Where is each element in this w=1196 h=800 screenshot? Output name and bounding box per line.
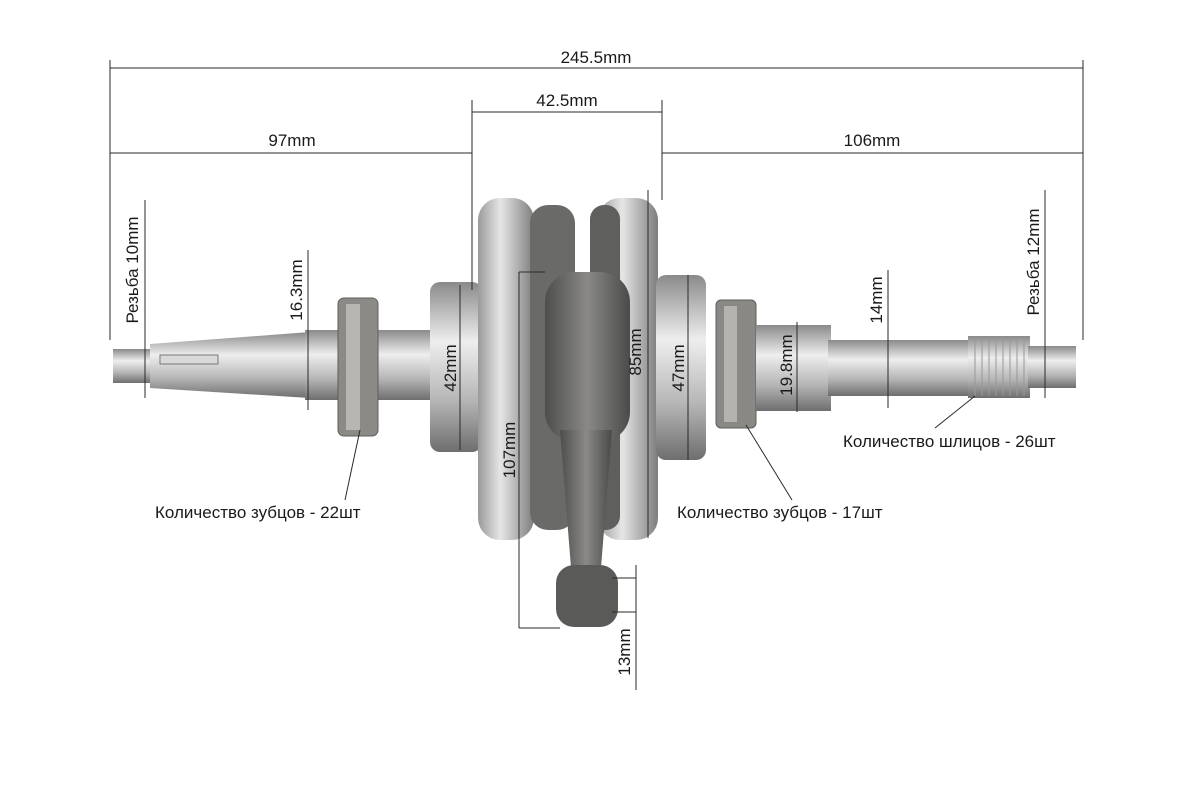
dimension-lines — [109, 60, 1084, 690]
right-bearing-diameter-label: 47mm — [669, 344, 688, 391]
right-shaft-diameter-label: 14mm — [867, 276, 886, 323]
left-shaft-length-label: 97mm — [268, 131, 315, 150]
right-gear-shaft-diameter-label: 19.8mm — [777, 334, 796, 395]
left-shaft — [113, 330, 435, 400]
right-shaft-length-label: 106mm — [844, 131, 901, 150]
web-diameter-label: 85mm — [626, 328, 645, 375]
left-bearing-diameter-label: 42mm — [441, 344, 460, 391]
right-gear-teeth-callout: Количество зубцов - 17шт — [677, 503, 883, 522]
left-thread-label: Резьба 10mm — [123, 216, 142, 323]
right-gear — [715, 299, 757, 429]
web-width-label: 42.5mm — [536, 91, 597, 110]
right-shaft — [756, 325, 1076, 411]
left-gear-teeth-callout: Количество зубцов - 22шт — [155, 503, 361, 522]
spline-count-callout: Количество шлицов - 26шт — [843, 432, 1056, 451]
rod-length-label: 107mm — [500, 422, 519, 479]
connecting-rod — [545, 272, 630, 627]
left-gear — [337, 297, 379, 437]
left-shaft-diameter-label: 16.3mm — [287, 259, 306, 320]
overall-length-label: 245.5mm — [561, 48, 632, 67]
left-bearing-journal — [430, 282, 482, 452]
small-end-diameter-label: 13mm — [615, 628, 634, 675]
right-thread-label: Резьба 12mm — [1024, 208, 1043, 315]
right-bearing-journal — [656, 275, 706, 460]
